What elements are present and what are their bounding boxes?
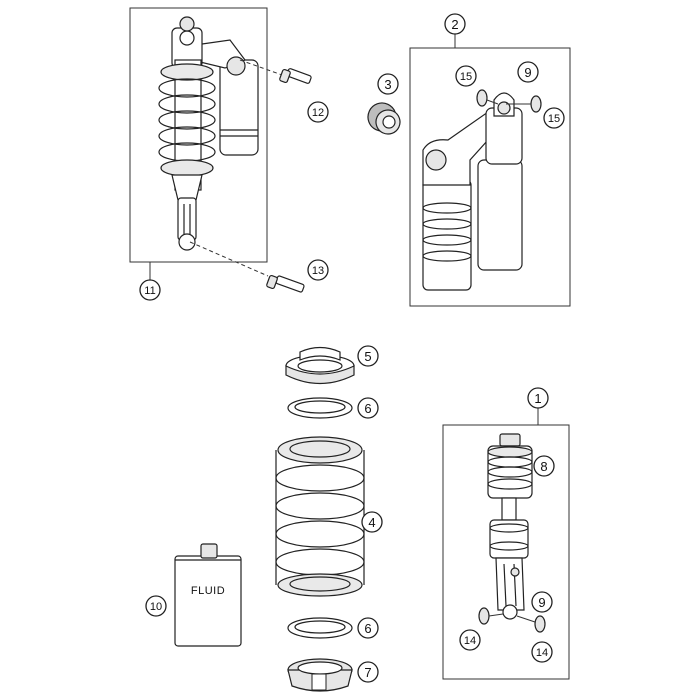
callout-1: 1 (527, 387, 549, 409)
callout-15-right: 15 (543, 107, 565, 129)
callout-6-lower-label: 6 (364, 621, 371, 636)
callout-9-upper-label: 9 (524, 65, 531, 80)
callout-13: 13 (307, 259, 329, 281)
callout-5: 5 (357, 345, 379, 367)
damper-lower-assembly (478, 433, 546, 633)
callout-1-label: 1 (534, 391, 541, 406)
callout-10: 10 (145, 595, 167, 617)
damper-assembly (422, 89, 542, 291)
callout-7: 7 (357, 661, 379, 683)
callout-14-right: 14 (531, 641, 553, 663)
fluid-bottle-part-10: FLUID (174, 543, 242, 647)
spring-part-4 (275, 436, 365, 597)
damper-assembly-frame (409, 34, 571, 307)
callout-12: 12 (307, 101, 329, 123)
callout-4: 4 (361, 511, 383, 533)
adjusting-ring-part-5 (285, 346, 355, 384)
callout-7-label: 7 (364, 665, 371, 680)
washer-part-6-lower (287, 617, 353, 639)
spring-retainer-part-7 (287, 658, 353, 692)
callout-2-label: 2 (451, 17, 458, 32)
callout-9-lower-label: 9 (538, 595, 545, 610)
callout-8: 8 (533, 455, 555, 477)
callout-12-label: 12 (312, 107, 324, 119)
callout-6-upper-label: 6 (364, 401, 371, 416)
callout-14-left: 14 (459, 629, 481, 651)
callout-14-right-label: 14 (536, 647, 548, 659)
bolt-12 (239, 59, 312, 84)
damper-lower-assembly-frame (442, 408, 570, 680)
callout-6-upper: 6 (357, 397, 379, 419)
callout-10-label: 10 (150, 601, 162, 613)
callout-15-left: 15 (455, 65, 477, 87)
callout-3-label: 3 (384, 77, 391, 92)
callout-3: 3 (377, 73, 399, 95)
callout-9-upper: 9 (517, 61, 539, 83)
shock-absorber-assembly (158, 16, 259, 251)
washer-part-6-upper (287, 397, 353, 419)
callout-6-lower: 6 (357, 617, 379, 639)
callout-5-label: 5 (364, 349, 371, 364)
fluid-label: FLUID (191, 585, 225, 597)
callout-13-label: 13 (312, 265, 324, 277)
callout-4-label: 4 (368, 515, 375, 530)
callout-15-right-label: 15 (548, 113, 560, 125)
callout-14-left-label: 14 (464, 635, 476, 647)
callout-8-label: 8 (540, 459, 547, 474)
callout-2: 2 (444, 13, 466, 35)
callout-11-label: 11 (144, 285, 155, 297)
callout-9-lower: 9 (531, 591, 553, 613)
callout-15-left-label: 15 (460, 71, 472, 83)
shock-absorber-assembly-frame (129, 7, 268, 280)
bolt-13 (189, 241, 305, 293)
bearing-part-3 (367, 102, 401, 135)
callout-11: 11 (139, 279, 161, 301)
